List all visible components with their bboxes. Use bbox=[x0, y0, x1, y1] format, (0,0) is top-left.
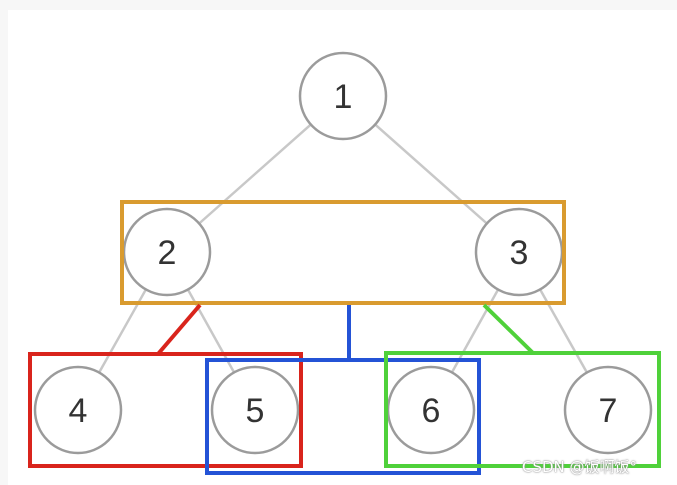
node-4: 4 bbox=[33, 365, 123, 455]
node-2: 2 bbox=[122, 207, 212, 297]
node-1: 1 bbox=[298, 51, 388, 141]
group-box-1 bbox=[120, 200, 566, 305]
group-connector bbox=[156, 303, 202, 356]
group-rect bbox=[384, 351, 661, 468]
group-highlights bbox=[28, 200, 661, 475]
node-circle bbox=[298, 51, 388, 141]
node-label: 6 bbox=[422, 392, 441, 430]
tree-nodes: 1 2 3 4 5 6 7 bbox=[33, 51, 653, 455]
group-box-3 bbox=[205, 305, 481, 475]
group-rect bbox=[120, 200, 566, 305]
node-circle bbox=[33, 365, 123, 455]
group-box-4 bbox=[384, 303, 661, 468]
node-5: 5 bbox=[210, 365, 300, 455]
node-6: 6 bbox=[386, 365, 476, 455]
node-label: 7 bbox=[599, 392, 618, 430]
node-3: 3 bbox=[474, 207, 564, 297]
node-label: 4 bbox=[69, 392, 88, 430]
group-rect bbox=[205, 358, 481, 475]
node-circle bbox=[563, 365, 653, 455]
group-box-2 bbox=[28, 303, 303, 468]
watermark: CSDN @饭啊饭° bbox=[522, 458, 638, 476]
node-label: 3 bbox=[510, 234, 529, 272]
group-connector bbox=[482, 303, 535, 355]
node-7: 7 bbox=[563, 365, 653, 455]
group-rect bbox=[28, 352, 303, 468]
node-label: 1 bbox=[334, 78, 353, 116]
node-label: 5 bbox=[246, 392, 265, 430]
node-label: 2 bbox=[158, 234, 177, 272]
node-circle bbox=[210, 365, 300, 455]
